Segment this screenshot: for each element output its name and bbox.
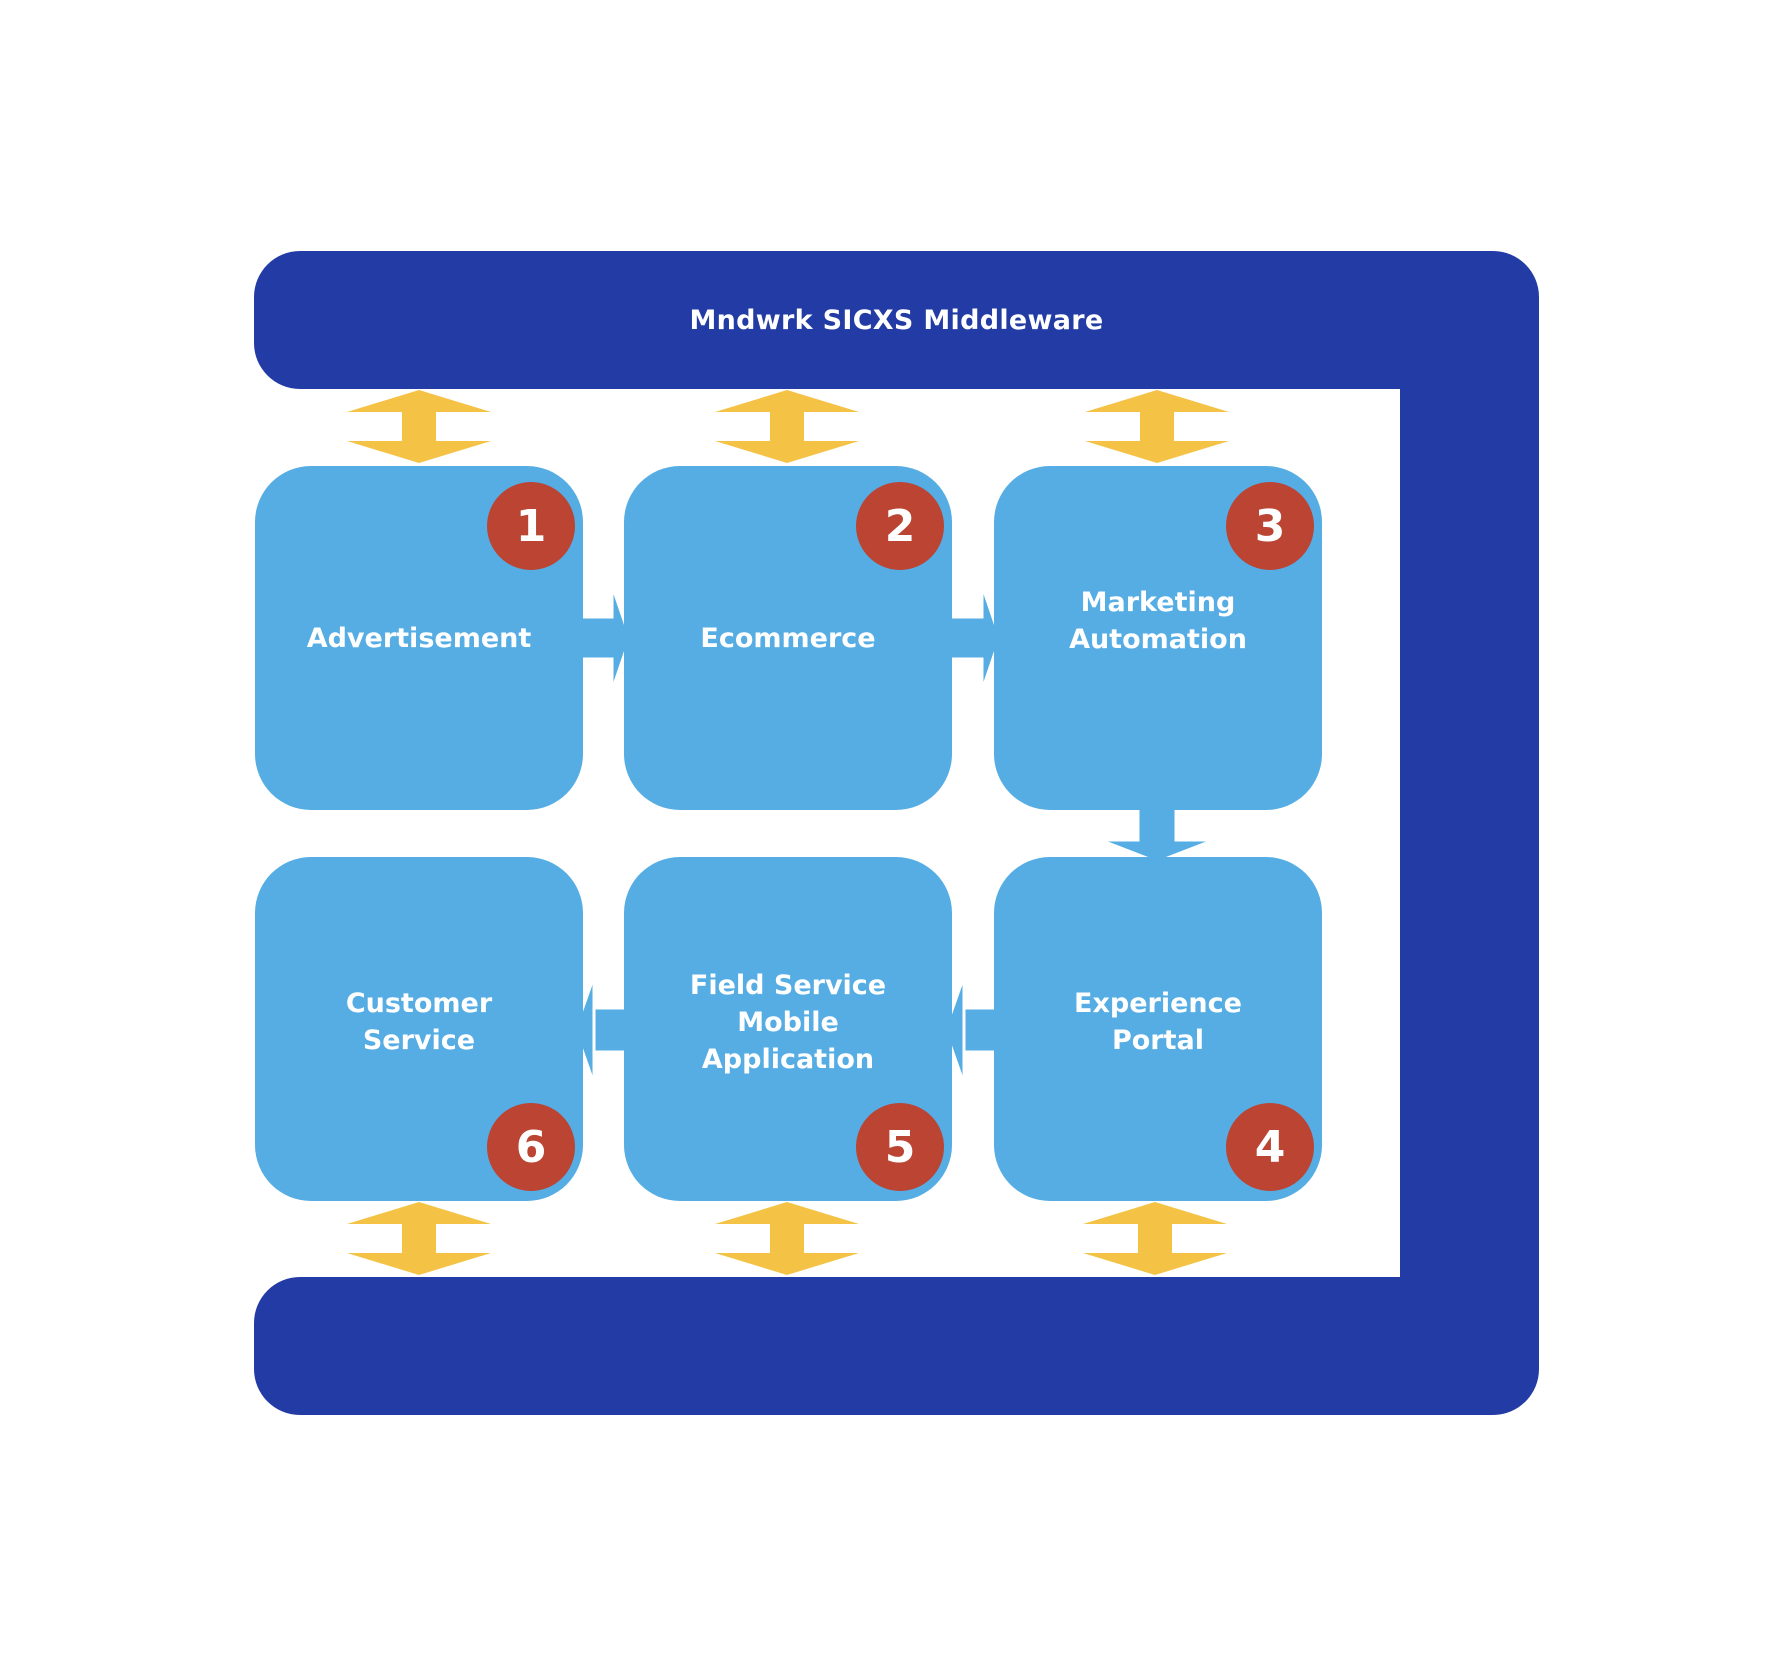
step-label: Advertisement [306, 622, 532, 654]
sync-arrow-top-3 [1085, 390, 1229, 463]
middleware-title: Mndwrk SICXS Middleware [689, 304, 1104, 336]
middleware-bottom-bar [254, 1277, 1539, 1415]
step-number-badge: 3 [1226, 482, 1314, 570]
sync-arrow-bottom-6 [347, 1202, 491, 1275]
step-number-badge: 6 [487, 1103, 575, 1191]
step-label: Ecommerce [700, 622, 876, 654]
step-tile-experience-portal[interactable]: Experience Portal 4 [994, 857, 1322, 1201]
middleware-side-bar [1400, 300, 1539, 1360]
step-number-badge: 1 [487, 482, 575, 570]
step-tile-field-service-mobile-application[interactable]: Field Service Mobile Application 5 [624, 857, 952, 1201]
sync-arrow-top-1 [347, 390, 491, 463]
step-tile-customer-service[interactable]: Customer Service 6 [255, 857, 583, 1201]
sync-arrow-bottom-4 [1083, 1202, 1227, 1275]
step-tile-advertisement[interactable]: Advertisement 1 [255, 466, 583, 810]
flow-arrow-3-to-4 [1099, 803, 1215, 864]
sync-arrow-bottom-5 [715, 1202, 859, 1275]
step-label: Experience Portal [1074, 988, 1242, 1056]
sync-arrow-top-2 [715, 390, 859, 463]
step-number-badge: 4 [1226, 1103, 1314, 1191]
step-number-badge: 2 [856, 482, 944, 570]
step-label: Field Service Mobile Application [689, 969, 887, 1075]
step-label: Customer Service [345, 988, 493, 1056]
middleware-top-bar [254, 251, 1539, 389]
step-label: Marketing Automation [1069, 587, 1247, 655]
step-number-badge: 5 [856, 1103, 944, 1191]
step-tile-ecommerce[interactable]: Ecommerce 2 [624, 466, 952, 810]
step-tile-marketing-automation[interactable]: Marketing Automation 3 [994, 466, 1322, 810]
